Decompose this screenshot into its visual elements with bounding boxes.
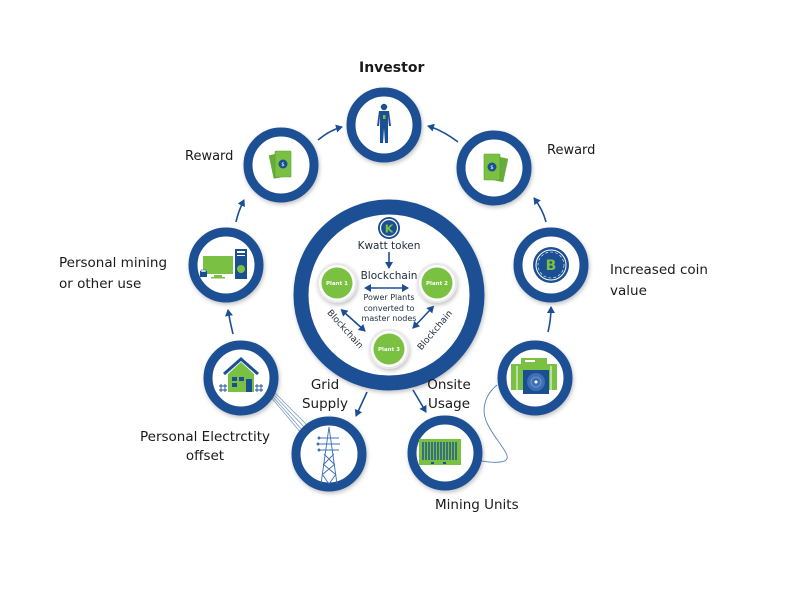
- kwatt-token-label: Kwatt token: [357, 240, 421, 252]
- hub-description-line: converted to: [363, 303, 415, 313]
- hub-description: Power Plants converted to master nodes: [339, 293, 439, 325]
- grid-supply-label-line: Grid: [310, 377, 340, 393]
- node-ring: [291, 416, 367, 492]
- cash-icon: $: [483, 153, 509, 183]
- power-tower-icon: [316, 426, 340, 485]
- reward-right-label: Reward: [547, 143, 596, 158]
- cash-icon: $: [268, 150, 292, 179]
- plant-3: [369, 329, 409, 369]
- plant-1: [317, 263, 357, 303]
- onsite-usage-label-line: Onsite: [427, 377, 471, 393]
- house-label-line: Personal Electrctity: [140, 429, 270, 445]
- hub-arrows: [340, 252, 435, 332]
- blockchain-top-label: Blockchain: [360, 270, 418, 282]
- arrow-hub-to-grid: [354, 391, 368, 417]
- computer-icon: [200, 249, 247, 279]
- arrow-plant2-plant3: [412, 305, 435, 329]
- arrow-coin-to-reward-right: [533, 197, 547, 223]
- onsite-usage-label: Onsite Usage: [422, 376, 476, 414]
- grid-supply-label-line: Supply: [301, 396, 348, 412]
- investor-label: Investor: [359, 60, 425, 76]
- asic-miner-icon: [511, 358, 557, 394]
- svg-text:$: $: [490, 165, 493, 171]
- svg-text:$: $: [281, 162, 284, 168]
- plant-2-label: Plant 2: [426, 281, 448, 287]
- reward-left-label: Reward: [185, 149, 234, 164]
- plant-2: [417, 263, 457, 303]
- node-grid-tower: [291, 416, 367, 492]
- hub-description-line: Power Plants: [363, 293, 415, 302]
- mining-units-label: Mining Units: [435, 497, 519, 513]
- central-hub: [293, 199, 485, 391]
- person-icon: [377, 103, 391, 143]
- pc-label-line: or other use: [59, 276, 142, 292]
- hub-description-line: master nodes: [361, 314, 417, 323]
- token-letter: K: [385, 223, 394, 236]
- coin-value-label-line: Increased coin: [610, 262, 708, 278]
- svg-text:B: B: [546, 258, 557, 274]
- arrow-reward-right-to-investor: [427, 123, 459, 143]
- arrow-plant1-plant3: [340, 308, 366, 332]
- kwatt-token-badge: [378, 217, 400, 239]
- arrow-miner-to-coin: [546, 306, 555, 333]
- pc-label-line: Personal mining: [59, 255, 168, 271]
- bitcoin-coin-icon: B: [533, 247, 569, 283]
- arrow-pc-to-reward-left: [235, 199, 245, 223]
- shipping-container-icon: [419, 439, 461, 465]
- house-label: Personal Electrctity offset: [140, 428, 270, 466]
- house-label-line: offset: [185, 448, 225, 464]
- coin-value-label: Increased coin value: [610, 260, 708, 302]
- coin-value-label-line: value: [610, 283, 647, 299]
- arrow-reward-left-to-investor: [317, 124, 343, 141]
- arrow-hub-to-onsite: [412, 389, 427, 413]
- cycle-arrows: [225, 123, 555, 417]
- pc-label: Personal mining or other use: [59, 253, 167, 295]
- plant-1-label: Plant 1: [326, 281, 348, 287]
- grid-supply-label: Grid Supply: [298, 376, 352, 414]
- house-icon: [219, 356, 263, 392]
- arrow-house-to-pc: [225, 309, 234, 335]
- onsite-usage-label-line: Usage: [427, 396, 471, 412]
- plant-3-label: Plant 3: [378, 347, 400, 353]
